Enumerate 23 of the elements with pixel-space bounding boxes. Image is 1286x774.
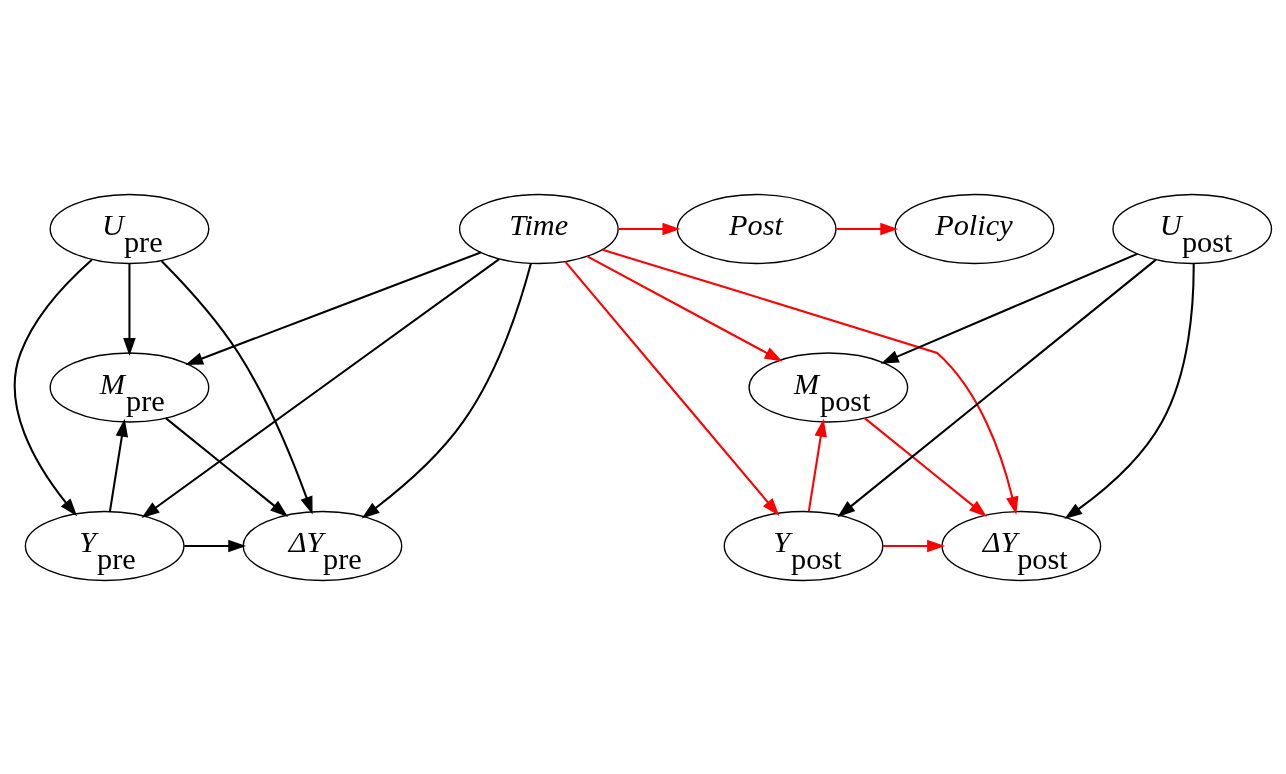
arrow <box>361 262 532 518</box>
arrow <box>586 255 783 361</box>
arrow <box>864 416 987 517</box>
arrow <box>602 248 1019 515</box>
arrow <box>564 260 780 516</box>
arrow <box>807 418 827 511</box>
arrow <box>108 418 129 511</box>
arrow <box>1064 263 1195 519</box>
node-ellipse: Post <box>676 193 837 264</box>
arrow <box>160 259 313 514</box>
arrow <box>185 251 481 365</box>
arrow <box>13 258 93 516</box>
arrow <box>618 222 681 235</box>
arrow <box>883 539 946 552</box>
arrow <box>165 416 289 517</box>
arrow <box>836 222 899 235</box>
arrow <box>123 263 136 356</box>
node-ellipse: Policy <box>894 193 1055 264</box>
arrow <box>837 258 1157 517</box>
arrow <box>141 257 500 518</box>
arrow <box>184 539 247 552</box>
arrow <box>880 252 1138 364</box>
node-ellipse: Time <box>458 193 619 264</box>
